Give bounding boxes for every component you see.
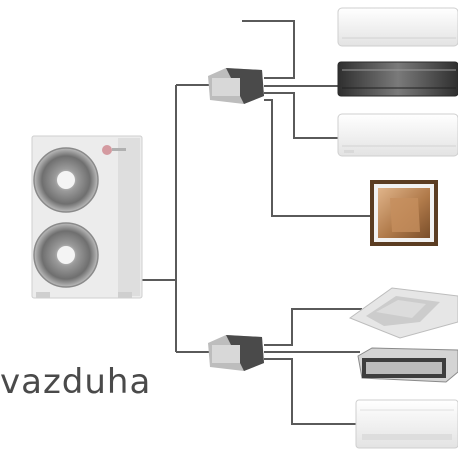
refrigerant-pipes bbox=[142, 20, 370, 425]
pipe-bottom-3 bbox=[264, 358, 358, 425]
pipe-top-3 bbox=[264, 92, 340, 139]
wall-mounted-dark-unit-icon bbox=[337, 61, 458, 97]
pipe-top-1 bbox=[242, 20, 295, 79]
outdoor-unit-icon bbox=[31, 135, 143, 299]
branch-box-icon bbox=[208, 335, 264, 371]
duct-unit-icon bbox=[357, 347, 458, 383]
pipe-bottom-1 bbox=[264, 308, 362, 346]
wall-mounted-unit-icon bbox=[337, 113, 458, 157]
cassette-unit-icon bbox=[348, 287, 458, 339]
floor-ceiling-unit-icon bbox=[355, 399, 458, 449]
branch-box-icon bbox=[208, 68, 264, 104]
caption-text: vazduha bbox=[0, 362, 152, 402]
art-panel-unit-icon bbox=[370, 180, 438, 246]
wall-mounted-unit-icon bbox=[337, 7, 458, 47]
pipe-top-4 bbox=[264, 99, 370, 217]
